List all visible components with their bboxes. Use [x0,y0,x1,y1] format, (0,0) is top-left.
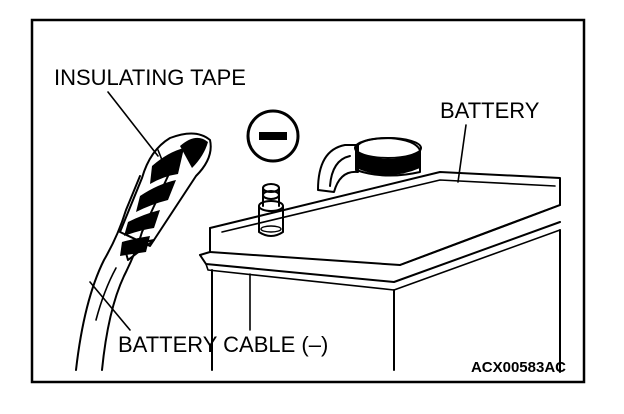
insulating-tape-label: INSULATING TAPE [54,65,246,90]
battery-illustration [199,124,561,373]
insulating-tape-leader-line [107,91,159,157]
battery-cable-illustration [75,132,212,371]
diagram-frame [30,18,586,384]
battery-label: BATTERY [440,98,540,123]
battery-cable-label: BATTERY CABLE (–) [118,332,328,357]
battery-leader-line [457,124,467,183]
figure-code-label: ACX00583AC [471,359,566,376]
positive-terminal-cover [317,137,422,193]
battery-cable-leader-line [89,281,131,331]
negative-terminal-post [258,183,284,237]
negative-symbol [246,109,300,163]
